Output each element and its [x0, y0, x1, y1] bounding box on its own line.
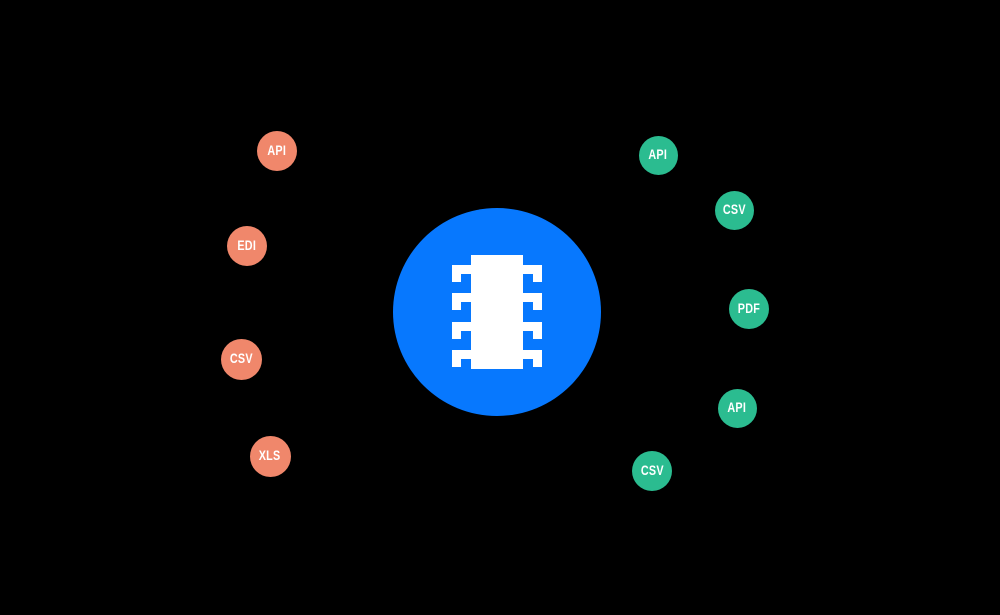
node-label: API: [648, 147, 668, 163]
node-label: CSV: [640, 463, 664, 479]
output-node-pdf: PDF: [729, 289, 769, 329]
hub-circle: [393, 208, 601, 416]
node-label: PDF: [737, 301, 761, 317]
node-label: API: [267, 143, 287, 159]
output-node-csv: CSV: [714, 190, 754, 230]
node-label: XLS: [259, 448, 281, 464]
input-node-xls: XLS: [249, 435, 291, 477]
output-node-csv: CSV: [632, 451, 672, 491]
chip-icon: [452, 255, 542, 369]
node-label: CSV: [229, 351, 253, 367]
input-node-edi: EDI: [227, 226, 267, 266]
node-label: EDI: [237, 238, 257, 254]
input-node-csv: CSV: [220, 338, 262, 380]
node-label: API: [727, 400, 747, 416]
output-node-api: API: [717, 388, 757, 428]
output-node-api: API: [638, 135, 678, 175]
input-node-api: API: [257, 131, 297, 171]
node-label: CSV: [722, 202, 746, 218]
